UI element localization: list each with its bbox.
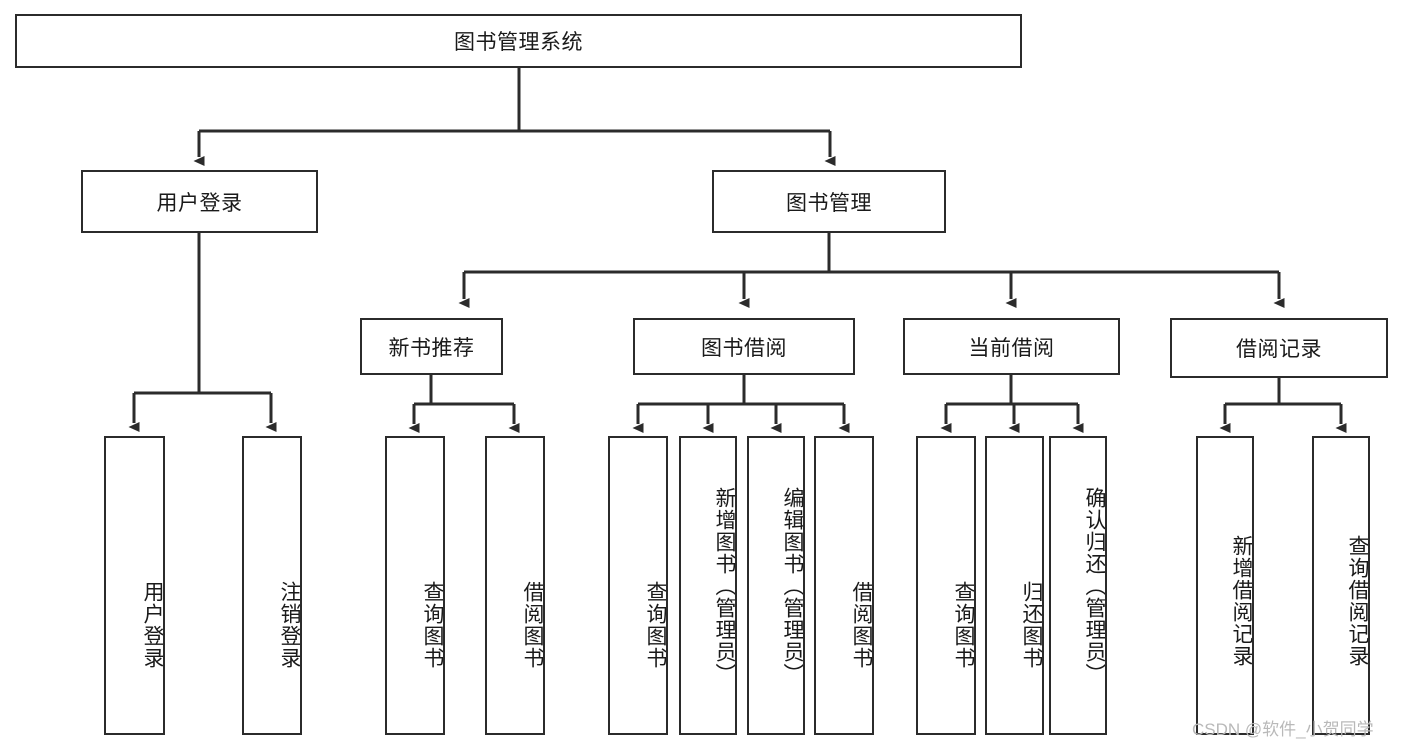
node-new-book-recommend[interactable]: 新书推荐: [360, 318, 503, 375]
leaf-query-book-1[interactable]: 查询图书: [385, 436, 445, 735]
leaf-edit-book[interactable]: 编辑图书（管理员）: [747, 436, 805, 735]
leaf-user-login[interactable]: 用户登录: [104, 436, 165, 735]
node-book-management-system[interactable]: 图书管理系统: [15, 14, 1022, 68]
leaf-confirm-return[interactable]: 确认归还（管理员）: [1049, 436, 1107, 735]
leaf-add-record[interactable]: 新增借阅记录: [1196, 436, 1254, 735]
leaf-query-book-2[interactable]: 查询图书: [608, 436, 668, 735]
csdn-watermark: CSDN @软件_小贺同学: [1192, 720, 1374, 739]
leaf-borrow-book-1[interactable]: 借阅图书: [485, 436, 545, 735]
node-book-borrow[interactable]: 图书借阅: [633, 318, 855, 375]
node-book-management[interactable]: 图书管理: [712, 170, 946, 233]
leaf-logout-login[interactable]: 注销登录: [242, 436, 302, 735]
node-current-borrow[interactable]: 当前借阅: [903, 318, 1120, 375]
leaf-query-record[interactable]: 查询借阅记录: [1312, 436, 1370, 735]
leaf-query-book-3[interactable]: 查询图书: [916, 436, 976, 735]
leaf-add-book[interactable]: 新增图书（管理员）: [679, 436, 737, 735]
node-user-login[interactable]: 用户登录: [81, 170, 318, 233]
leaf-borrow-book-2[interactable]: 借阅图书: [814, 436, 874, 735]
node-borrow-record[interactable]: 借阅记录: [1170, 318, 1388, 378]
leaf-return-book[interactable]: 归还图书: [985, 436, 1044, 735]
